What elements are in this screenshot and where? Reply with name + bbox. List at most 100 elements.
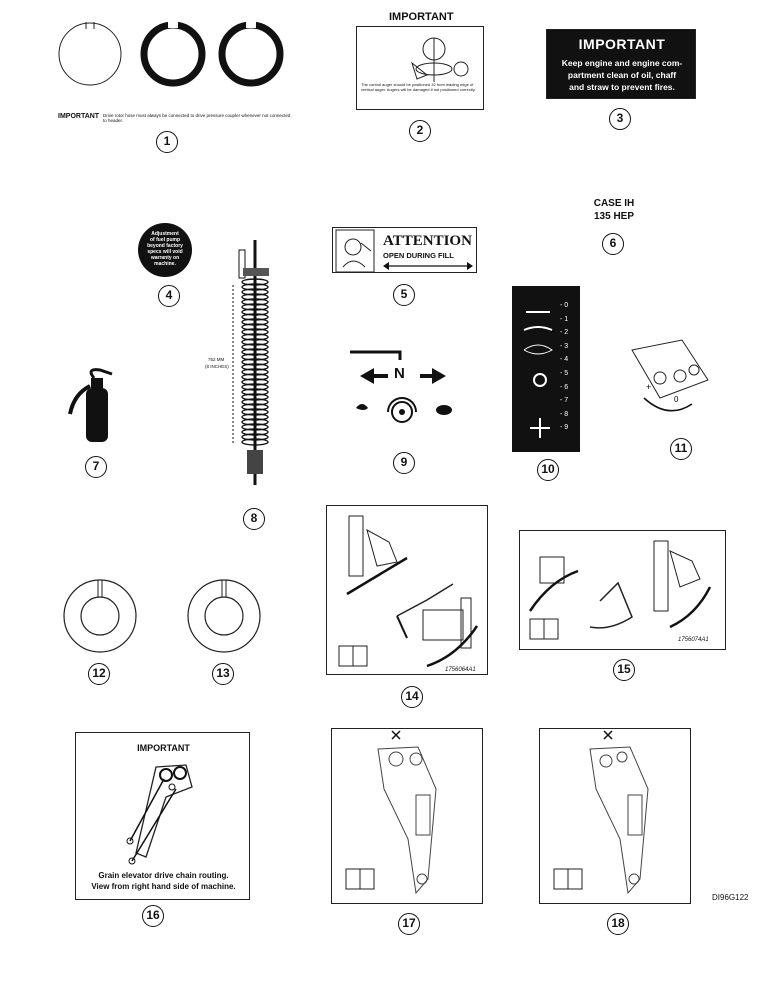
callout-2: 2 bbox=[409, 120, 431, 142]
spring-coil bbox=[241, 318, 269, 326]
spring-coil bbox=[241, 433, 269, 441]
scale-mark: - 4 bbox=[560, 356, 569, 364]
spring-coil bbox=[241, 363, 269, 371]
decal-15-code: 1756074A1 bbox=[678, 637, 709, 643]
decal-2-body: The control auger should be positioned 3… bbox=[361, 82, 476, 92]
callout-8: 8 bbox=[243, 508, 265, 530]
spring-coil bbox=[241, 348, 269, 356]
spring-coil bbox=[241, 323, 269, 331]
callout-14: 14 bbox=[401, 686, 423, 708]
spring-coil bbox=[241, 373, 269, 381]
ring-open-icon bbox=[58, 22, 122, 86]
spring-coil bbox=[241, 388, 269, 396]
scale-mark: - 5 bbox=[560, 370, 569, 377]
spring-coil bbox=[241, 328, 269, 336]
spring-coil bbox=[241, 383, 269, 391]
callout-12: 12 bbox=[88, 663, 110, 685]
header-adjust-icon: + 0 bbox=[631, 339, 709, 412]
scale-mark: - 2 bbox=[560, 329, 569, 337]
callout-9: 9 bbox=[393, 452, 415, 474]
decal-4-disc: Adjustment of fuel pump beyond factory s… bbox=[138, 223, 192, 277]
decal-6-line-2: 135 HEP bbox=[593, 211, 635, 222]
spring-coil bbox=[241, 313, 269, 321]
decal-5-subtitle: OPEN DURING FILL bbox=[383, 251, 454, 260]
scale-mark: - 7 bbox=[560, 397, 569, 405]
spring-coil bbox=[241, 288, 269, 296]
callout-5: 5 bbox=[393, 284, 415, 306]
decal-14-panel: 1756064A1 bbox=[326, 505, 488, 675]
spring-coil bbox=[241, 403, 269, 411]
chain-routing-icon bbox=[126, 764, 193, 865]
decal-16-caption-1: Grain elevator drive chain routing. bbox=[98, 871, 229, 880]
spring-coil bbox=[241, 283, 269, 291]
callout-13: 13 bbox=[212, 663, 234, 685]
decal-9-neutral: N bbox=[394, 365, 405, 382]
decal-4-line-5: warranty on bbox=[150, 255, 180, 261]
spring-coil bbox=[241, 423, 269, 431]
scale-mark: - 0 bbox=[560, 302, 569, 309]
spring-coil bbox=[241, 343, 269, 351]
fire-extinguisher-icon bbox=[68, 368, 113, 442]
spring-coil bbox=[241, 428, 269, 436]
scale-mark: - 3 bbox=[560, 342, 569, 350]
spring-coil bbox=[241, 353, 269, 361]
decal-14-code: 1756064A1 bbox=[445, 667, 476, 673]
header-lift-diagram-icon bbox=[338, 515, 479, 668]
figure-code: DI96G122 bbox=[712, 893, 749, 902]
callout-10: 10 bbox=[537, 459, 559, 481]
decal-15-panel: 1756074A1 bbox=[519, 530, 726, 650]
decal-18-panel bbox=[539, 728, 691, 904]
spring-coil bbox=[241, 298, 269, 306]
callout-15: 15 bbox=[613, 659, 635, 681]
scale-mark: - 1 bbox=[560, 315, 569, 323]
callout-7: 7 bbox=[85, 456, 107, 478]
elevator-diagram-icon bbox=[345, 730, 437, 895]
spring-coil bbox=[241, 393, 269, 401]
ring-dark-icon bbox=[140, 19, 206, 87]
decal-1-label: IMPORTANT bbox=[58, 113, 100, 120]
concave-setting-icon bbox=[523, 311, 553, 438]
decal-3-line-2: partment clean of oil, chaff bbox=[567, 70, 677, 80]
decal-16-panel: IMPORTANT Grain elevator drive chain rou… bbox=[75, 732, 250, 900]
spring-coil bbox=[241, 398, 269, 406]
scale-mark: - 6 bbox=[560, 383, 569, 391]
washer-icon bbox=[63, 579, 137, 653]
callout-16: 16 bbox=[142, 905, 164, 927]
operator-warning-icon bbox=[335, 229, 375, 273]
scale-mark: - 9 bbox=[560, 424, 569, 432]
decal-4-line-2: of fuel pump bbox=[150, 237, 180, 243]
decal-17-panel bbox=[331, 728, 483, 904]
callout-6: 6 bbox=[602, 233, 624, 255]
callout-18: 18 bbox=[607, 913, 629, 935]
decal-3-title: IMPORTANT bbox=[578, 36, 666, 52]
spring-coil bbox=[241, 413, 269, 421]
svg-text:+: + bbox=[646, 382, 651, 392]
callout-3: 3 bbox=[609, 108, 631, 130]
svg-text:0: 0 bbox=[674, 395, 679, 404]
spring-coil bbox=[241, 333, 269, 341]
decal-3-line-1: Keep engine and engine com- bbox=[561, 58, 683, 68]
spring-coil bbox=[241, 293, 269, 301]
callout-1: 1 bbox=[156, 131, 178, 153]
decal-8-dimension: 752 MM bbox=[208, 357, 225, 362]
spring-coil bbox=[241, 338, 269, 346]
spring-coil bbox=[241, 303, 269, 311]
spring-rod-icon bbox=[232, 240, 269, 485]
decal-4-line-3: beyond factory bbox=[147, 243, 183, 249]
callout-4: 4 bbox=[158, 285, 180, 307]
callout-17: 17 bbox=[398, 913, 420, 935]
callout-11: 11 bbox=[670, 438, 692, 460]
decal-5-panel: ATTENTION OPEN DURING FILL bbox=[332, 227, 477, 273]
spring-coil bbox=[241, 358, 269, 366]
spring-coil bbox=[241, 438, 269, 446]
washer-icon bbox=[187, 579, 261, 653]
decal-16-title: IMPORTANT bbox=[137, 743, 190, 753]
ring-dark-icon bbox=[218, 19, 284, 87]
decal-2-title: IMPORTANT bbox=[389, 11, 454, 23]
spring-coil bbox=[241, 308, 269, 316]
double-arrow-icon bbox=[383, 262, 473, 270]
decal-8-dimension-2: (8 INCHES) bbox=[205, 364, 229, 369]
header-tilt-diagram-icon bbox=[528, 540, 712, 640]
elevator-diagram-icon bbox=[553, 730, 649, 895]
scale-mark: - 8 bbox=[560, 410, 569, 418]
